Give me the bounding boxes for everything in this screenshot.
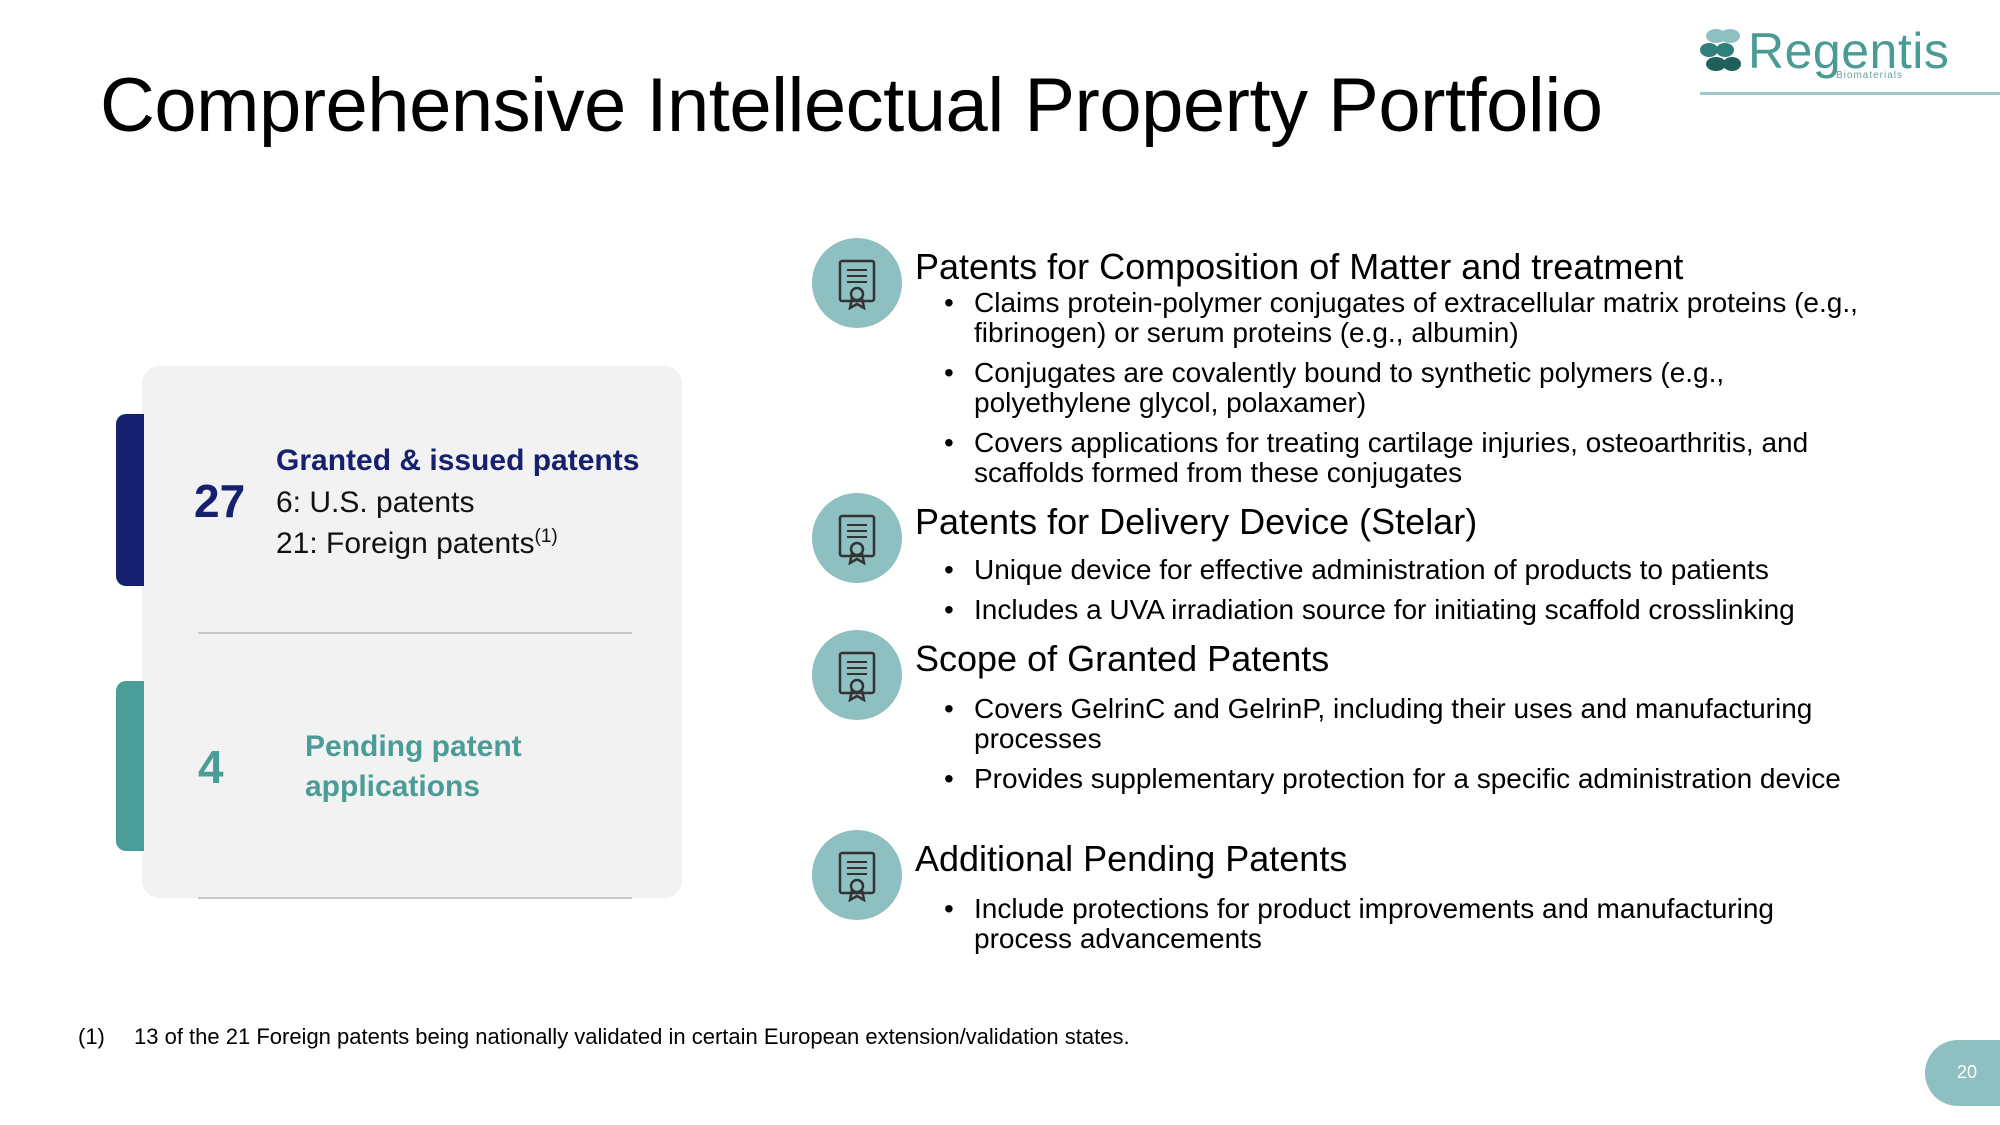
- foreign-patents-text: 21: Foreign patents: [276, 527, 535, 560]
- bullet-item: Include protections for product improvem…: [944, 894, 1874, 954]
- pending-count: 4: [198, 741, 224, 793]
- section-bullets: Unique device for effective administrati…: [944, 555, 1874, 635]
- page-number-badge: 20: [1925, 1040, 2000, 1106]
- logo-subtitle: Biomaterials: [1836, 70, 1904, 81]
- bullet-item: Covers GelrinC and GelrinP, including th…: [944, 694, 1874, 754]
- section-heading: Additional Pending Patents: [915, 838, 1348, 879]
- section-bullets: Claims protein-polymer conjugates of ext…: [944, 288, 1874, 498]
- page-number: 20: [1957, 1062, 1978, 1082]
- footnote-marker: (1): [78, 1024, 105, 1049]
- section-heading: Patents for Composition of Matter and tr…: [915, 246, 1684, 287]
- section-heading: Scope of Granted Patents: [915, 638, 1330, 679]
- granted-title: Granted & issued patents: [276, 444, 640, 477]
- page-title: Comprehensive Intellectual Property Port…: [100, 63, 1603, 148]
- granted-count: 27: [194, 475, 246, 527]
- bullet-item: Covers applications for treating cartila…: [944, 428, 1874, 488]
- pending-label: Pending patent applications: [305, 730, 522, 803]
- pending-accent-bar: [116, 681, 144, 851]
- section-bullets: Covers GelrinC and GelrinP, including th…: [944, 694, 1874, 804]
- bullet-item: Includes a UVA irradiation source for in…: [944, 595, 1874, 626]
- section-bullets: Include protections for product improvem…: [944, 894, 1874, 964]
- regentis-logo: Regentis Biomaterials: [1700, 23, 2000, 96]
- stats-bottom-divider: [198, 897, 632, 899]
- header-rule: [1700, 92, 2000, 95]
- granted-accent-bar: [116, 414, 144, 586]
- logo-mark-icon: [1700, 29, 1741, 71]
- bullet-item: Provides supplementary protection for a …: [944, 764, 1874, 795]
- certificate-icon: [812, 493, 902, 583]
- certificate-icon: [812, 630, 902, 720]
- us-patents-line: 6: U.S. patents: [276, 486, 475, 519]
- footnote-ref: (1): [534, 526, 558, 547]
- certificate-icon: [812, 830, 902, 920]
- bullet-item: Claims protein-polymer conjugates of ext…: [944, 288, 1874, 348]
- footnote-text: 13 of the 21 Foreign patents being natio…: [134, 1024, 1130, 1049]
- section-heading: Patents for Delivery Device (Stelar): [915, 501, 1478, 542]
- bullet-item: Conjugates are covalently bound to synth…: [944, 358, 1874, 418]
- certificate-icon: [812, 238, 902, 328]
- foreign-patents-line: 21: Foreign patents(1): [276, 526, 558, 561]
- stats-divider: [198, 632, 632, 634]
- bullet-item: Unique device for effective administrati…: [944, 555, 1874, 586]
- logo-wordmark: Regentis: [1748, 23, 1950, 79]
